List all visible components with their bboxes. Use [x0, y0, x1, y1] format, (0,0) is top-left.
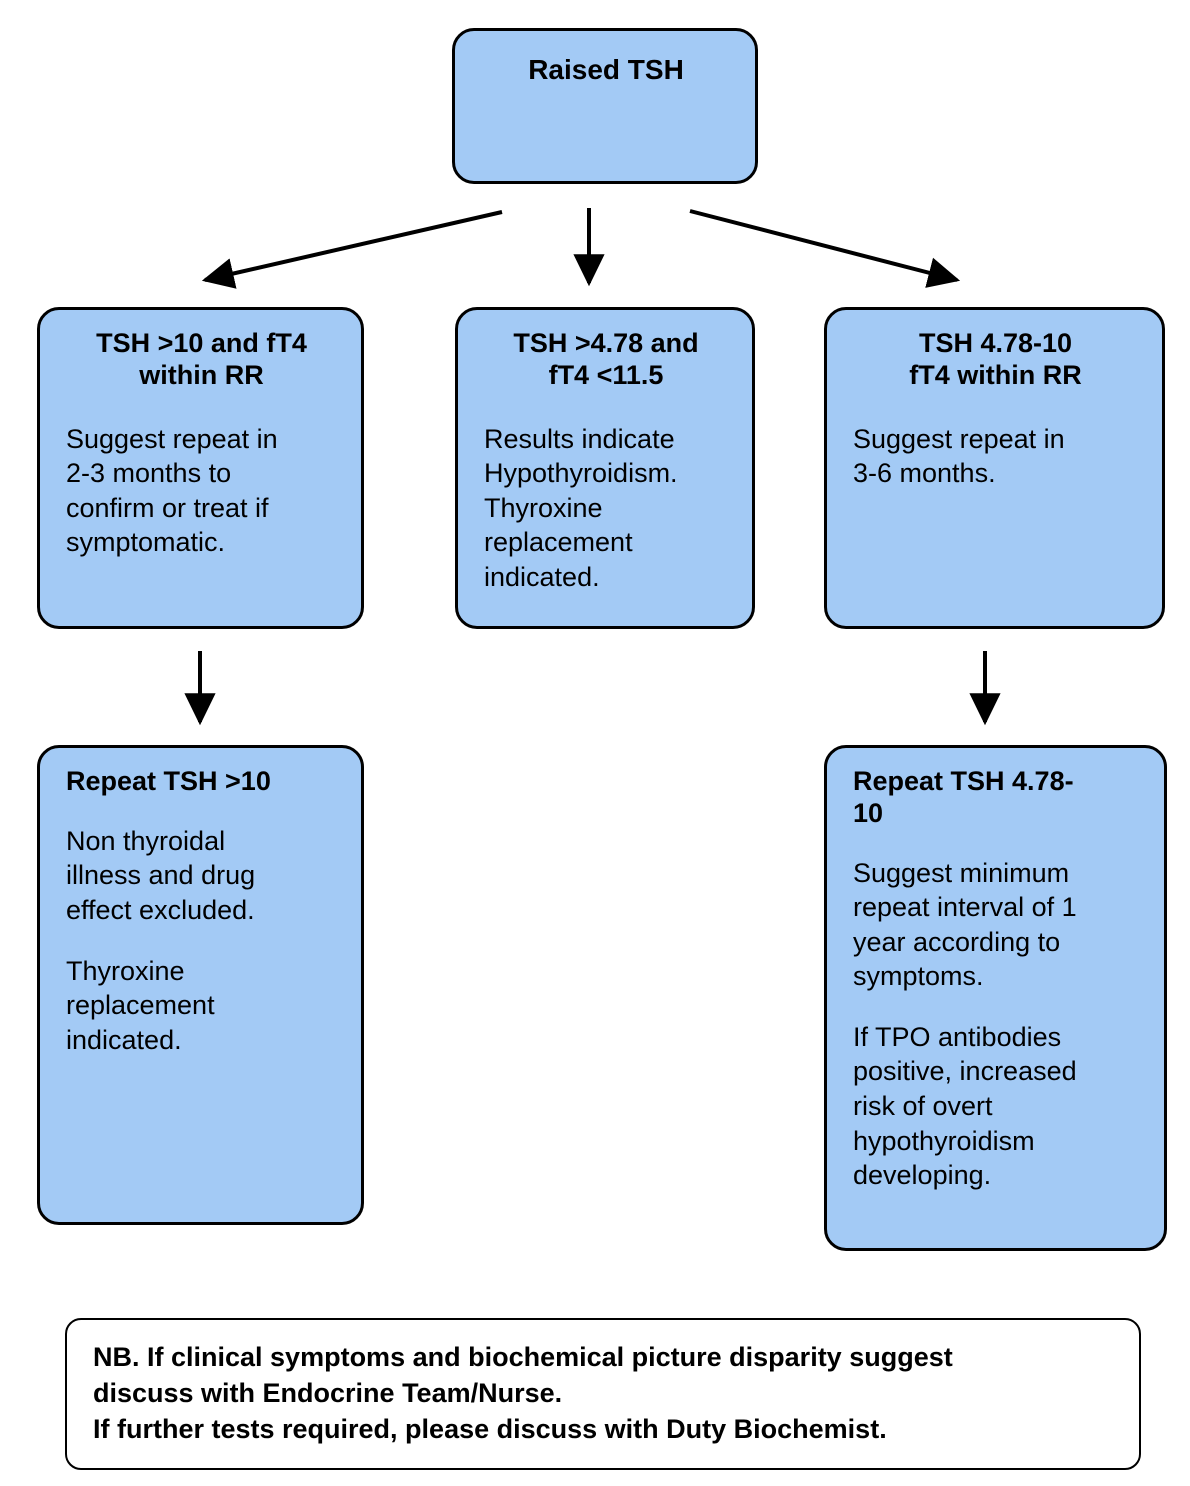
note-box: NB. If clinical symptoms and biochemical…: [65, 1318, 1141, 1470]
node-raised-tsh[interactable]: Raised TSH: [452, 28, 758, 184]
node-tsh-478-10-ft4-within-rr-title: TSH 4.78-10 fT4 within RR: [909, 328, 1082, 390]
node-tsh-gt10-ft4-within-rr-title: TSH >10 and fT4 within RR: [96, 328, 307, 390]
node-tsh-gt478-ft4-lt115-body: Results indicate Hypothyroidism. Thyroxi…: [484, 423, 678, 592]
spacer: [853, 994, 1140, 1020]
node-repeat-tsh-478-10-title: Repeat TSH 4.78- 10: [853, 766, 1074, 828]
note-text: NB. If clinical symptoms and biochemical…: [93, 1342, 953, 1444]
connector-root-to-left: [201, 210, 503, 289]
node-raised-tsh-title: Raised TSH: [528, 54, 684, 85]
node-repeat-tsh-478-10-body-1: Suggest minimum repeat interval of 1 yea…: [853, 857, 1077, 992]
node-tsh-gt478-ft4-lt115-title: TSH >4.78 and fT4 <11.5: [513, 328, 699, 390]
node-repeat-tsh-478-10-body-2: If TPO antibodies positive, increased ri…: [853, 1021, 1077, 1191]
node-repeat-tsh-gt10-body-2: Thyroxine replacement indicated.: [66, 955, 215, 1055]
node-repeat-tsh-gt10[interactable]: Repeat TSH >10 Non thyroidal illness and…: [37, 745, 364, 1225]
node-repeat-tsh-gt10-body-1: Non thyroidal illness and drug effect ex…: [66, 825, 256, 925]
node-tsh-478-10-ft4-within-rr[interactable]: TSH 4.78-10 fT4 within RR Suggest repeat…: [824, 307, 1165, 629]
node-tsh-478-10-ft4-within-rr-body: Suggest repeat in 3-6 months.: [853, 423, 1065, 489]
node-tsh-gt10-ft4-within-rr[interactable]: TSH >10 and fT4 within RR Suggest repeat…: [37, 307, 364, 629]
spacer: [853, 830, 1140, 856]
spacer: [66, 928, 337, 954]
spacer: [484, 392, 728, 422]
spacer: [66, 392, 337, 422]
node-tsh-gt478-ft4-lt115[interactable]: TSH >4.78 and fT4 <11.5 Results indicate…: [455, 307, 755, 629]
node-tsh-gt10-ft4-within-rr-body: Suggest repeat in 2-3 months to confirm …: [66, 423, 278, 558]
node-repeat-tsh-gt10-title: Repeat TSH >10: [66, 766, 271, 796]
node-repeat-tsh-478-10[interactable]: Repeat TSH 4.78- 10 Suggest minimum repe…: [824, 745, 1167, 1251]
spacer: [853, 392, 1138, 422]
connector-root-to-right: [689, 209, 961, 288]
spacer: [66, 798, 337, 824]
